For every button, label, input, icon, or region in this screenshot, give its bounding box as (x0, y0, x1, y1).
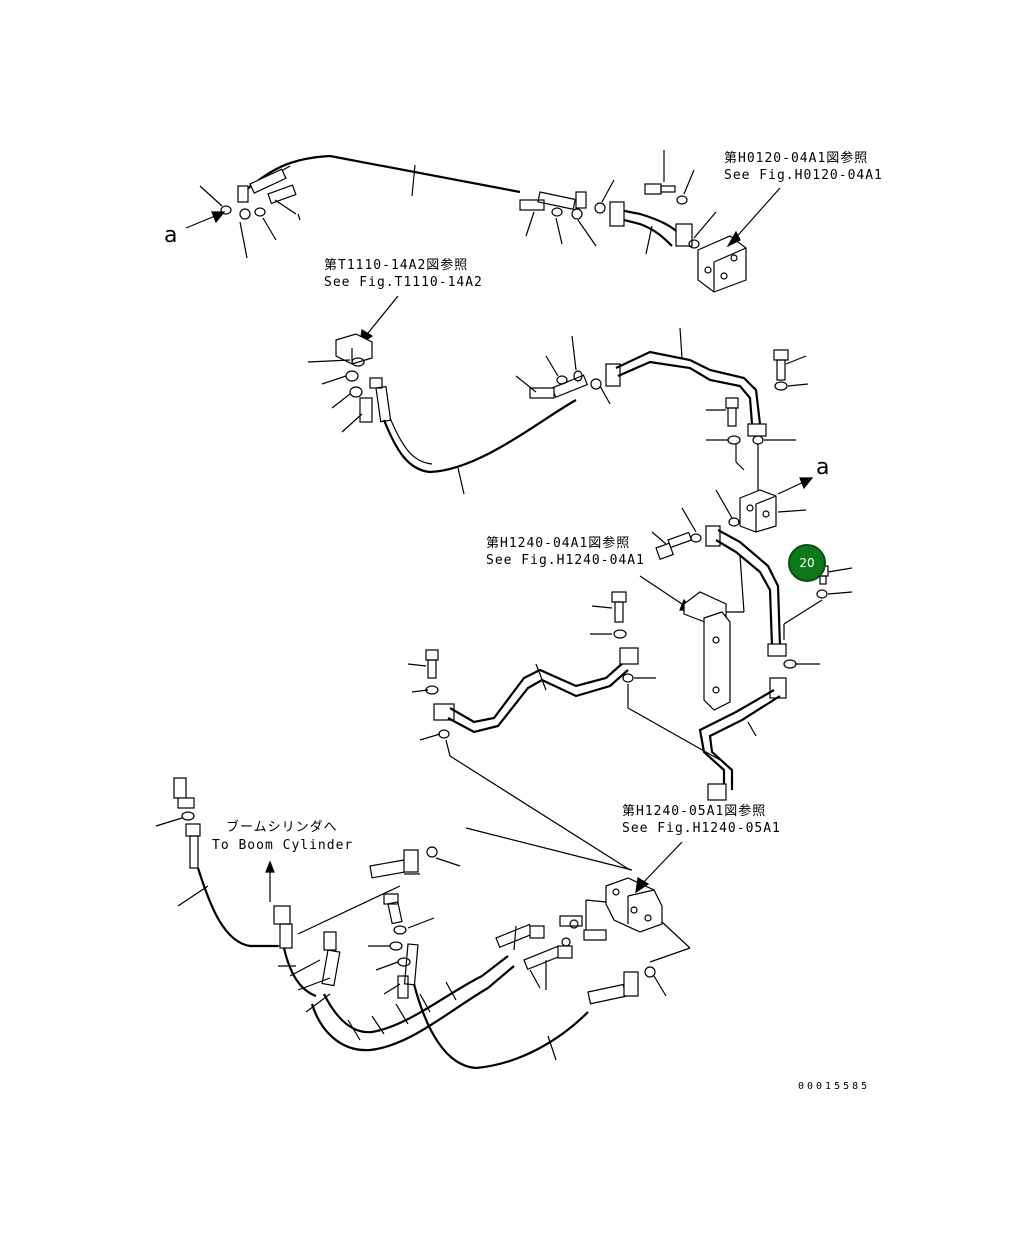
ref-h1240-04-en: See Fig.H1240-04A1 (486, 553, 645, 568)
drawing-number: 00015585 (798, 1081, 871, 1092)
lower-middle-pipes (407, 647, 787, 871)
bracket-assembly (590, 575, 731, 711)
ref-h0120-en: See Fig.H0120-04A1 (724, 168, 883, 183)
middle-valve-block (715, 477, 814, 533)
ref-h0120-jp: 第H0120-04A1図参照 (724, 151, 869, 166)
bottom-hose-assembly (155, 777, 691, 1070)
ref-h1240-05-en: See Fig.H1240-05A1 (622, 821, 781, 836)
marker-a-right: a (816, 455, 831, 480)
boom-cylinder-jp: ブームシリンダへ (226, 820, 338, 835)
ref-h1240-04-jp: 第H1240-04A1図参照 (486, 536, 631, 551)
boom-cylinder-en: To Boom Cylinder (212, 838, 354, 853)
ref-h1240-05-jp: 第H1240-05A1図参照 (622, 804, 767, 819)
top-hose-assembly (185, 150, 781, 293)
ref-t1110-en: See Fig.T1110-14A2 (324, 275, 483, 290)
callout-item-20[interactable]: 20 (788, 544, 826, 582)
ref-t1110-jp: 第T1110-14A2図参照 (324, 258, 469, 273)
middle-upper-pipe-assembly (307, 295, 809, 495)
marker-a-left: a (164, 223, 179, 248)
right-pipe-assembly (651, 507, 853, 669)
